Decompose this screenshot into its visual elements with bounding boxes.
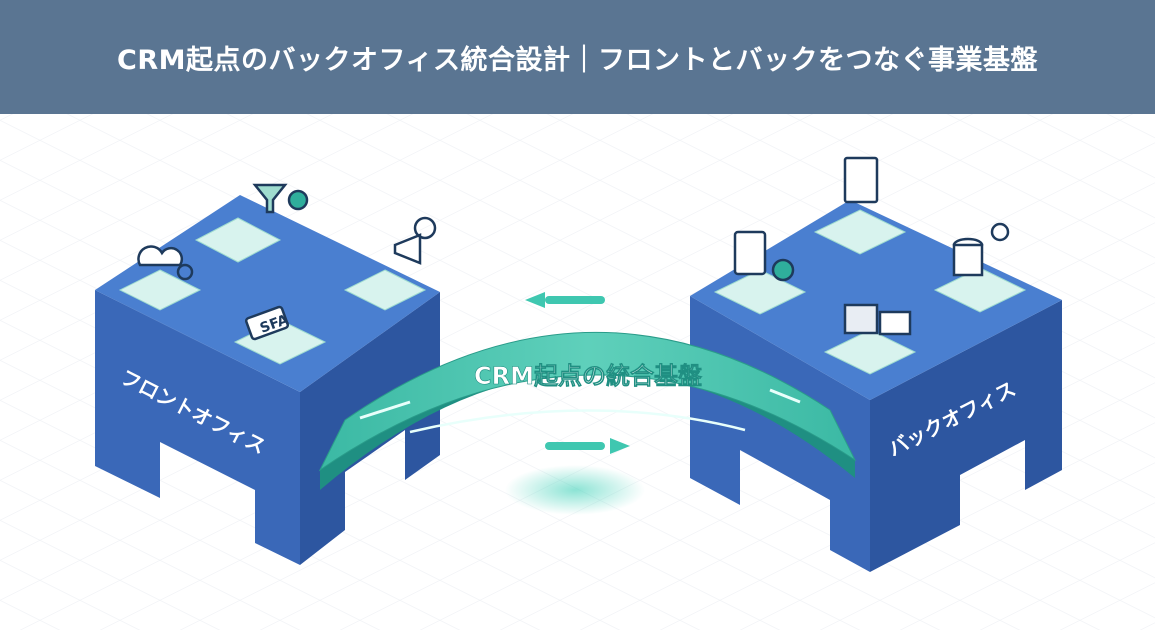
bridge-label: CRM起点の統合基盤 — [474, 362, 703, 390]
arrow-right-icon — [610, 438, 630, 454]
database-gear-icon — [933, 267, 1027, 313]
inventory-barcode-icon — [823, 329, 917, 375]
contract-stamp-icon — [813, 209, 907, 255]
front-tiles — [118, 217, 427, 365]
megaphone-target-icon — [343, 269, 427, 311]
page-title: CRM起点のバックオフィス統合設計｜フロントとバックをつなぐ事業基盤 — [117, 44, 1038, 76]
integration-bridge: CRM起点の統合基盤 — [318, 332, 857, 490]
arrow-left-icon — [525, 292, 545, 308]
header-banner: CRM起点のバックオフィス統合設計｜フロントとバックをつなぐ事業基盤 — [0, 0, 1155, 114]
integration-diagram: フロントオフィス SFA バックオフィス — [0, 114, 1155, 630]
funnel-icon — [194, 217, 282, 263]
flow-arrows — [525, 292, 630, 454]
back-tiles — [713, 209, 1027, 375]
back-office-block: バックオフィス — [690, 200, 1062, 572]
floor-glow — [505, 465, 645, 515]
cloud-user-gear-icon — [118, 269, 202, 311]
